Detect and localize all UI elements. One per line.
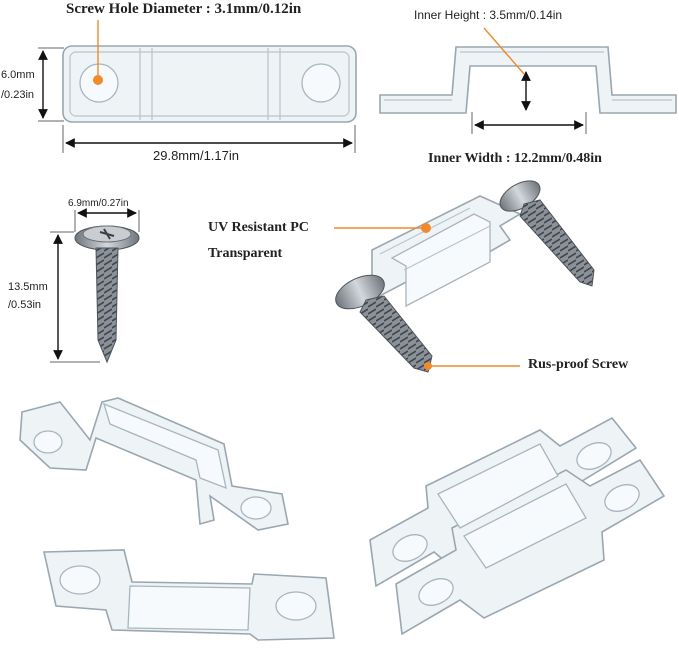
screw-head-dimension — [74, 208, 140, 232]
length-label: 29.8mm/1.17in — [153, 148, 239, 163]
screw-head-label: 6.9mm/0.27in — [68, 198, 129, 209]
clip-side-view — [379, 46, 677, 114]
screw-length-mm-label: 13.5mm — [8, 281, 48, 293]
screw-length-dimension — [50, 231, 100, 363]
clip-stacked-view — [369, 416, 666, 636]
inner-width-label: Inner Width : 12.2mm/0.48in — [428, 151, 602, 166]
clip-length-dimension — [62, 125, 356, 153]
clip-height-dimension — [38, 47, 64, 122]
height-mm-label: 6.0mm — [1, 69, 35, 81]
assembled-clip — [335, 180, 595, 373]
inner-width-dimension — [471, 112, 587, 134]
inner-height-label: Inner Height : 3.5mm/0.14in — [414, 8, 563, 22]
screw-type-label: Rus-proof Screw — [528, 357, 629, 372]
clip-top-view — [62, 45, 357, 123]
screw-illustration — [74, 225, 140, 364]
screw-hole-diameter-label: Screw Hole Diameter : 3.1mm/0.12in — [66, 1, 302, 17]
screw-length-in-label: /0.53in — [8, 299, 42, 311]
height-in-label: /0.23in — [1, 89, 35, 101]
clip-angled-view-1 — [19, 397, 289, 531]
inner-height-leader — [483, 27, 525, 75]
material-label-line2: Transparent — [208, 246, 283, 261]
clip-angled-view-2 — [43, 549, 335, 641]
material-label-line1: UV Resistant PC — [208, 220, 309, 235]
